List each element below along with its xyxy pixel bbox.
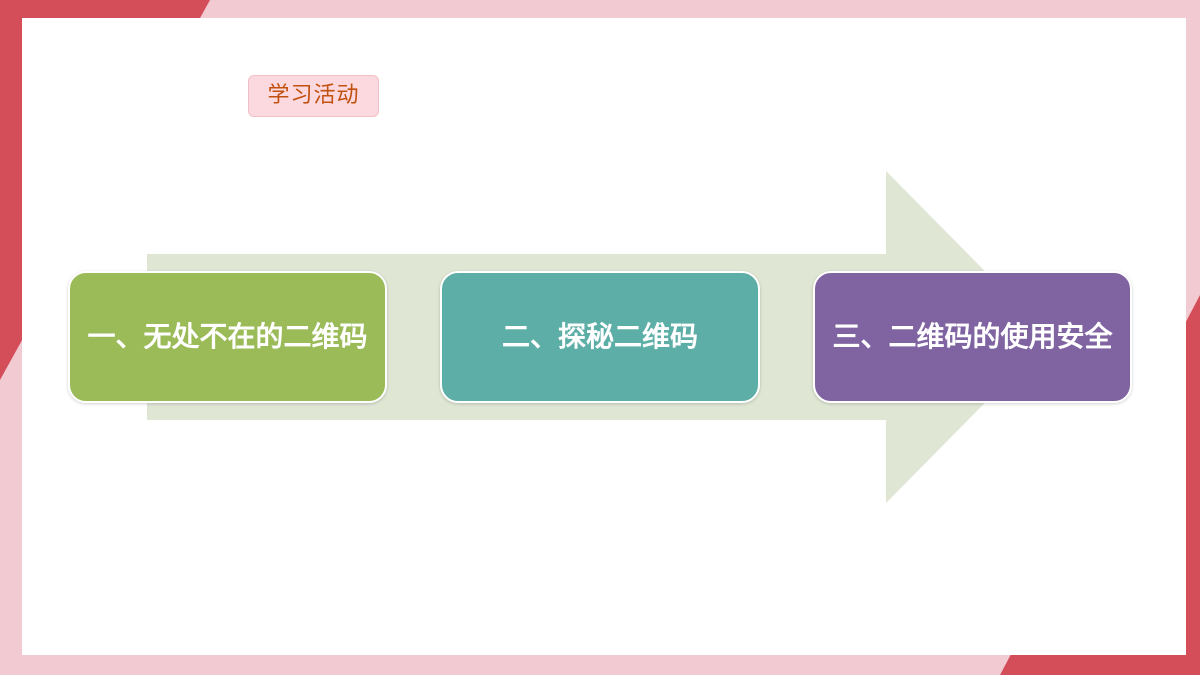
section-tag: 学习活动 — [248, 75, 379, 117]
step-3-label: 三、二维码的使用安全 — [832, 320, 1113, 353]
step-2-box[interactable]: 二、探秘二维码 — [440, 271, 760, 403]
step-1-box[interactable]: 一、无处不在的二维码 — [68, 271, 387, 403]
step-3-box[interactable]: 三、二维码的使用安全 — [813, 271, 1132, 403]
step-1-label: 一、无处不在的二维码 — [87, 320, 368, 353]
section-tag-label: 学习活动 — [267, 83, 360, 108]
step-2-label: 二、探秘二维码 — [501, 320, 698, 353]
